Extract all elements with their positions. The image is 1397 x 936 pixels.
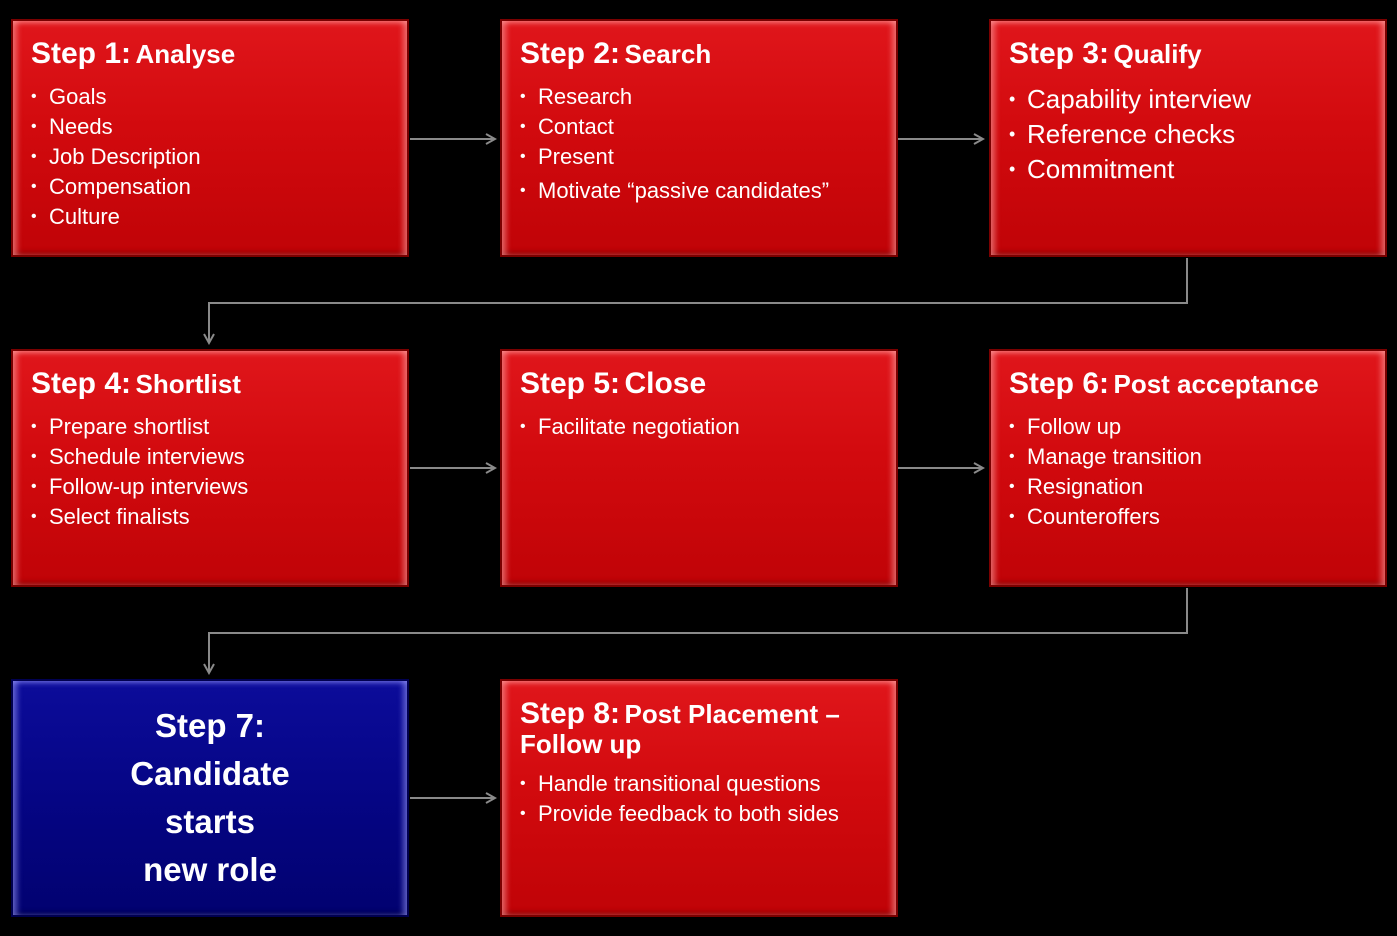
step-4-number: Step 4:: [31, 367, 132, 400]
step-7-title: Step 7: Candidate starts new role: [130, 707, 290, 888]
step-4-name: Shortlist: [135, 369, 241, 399]
list-item: Follow-up interviews: [31, 472, 389, 502]
step-6-number: Step 6:: [1009, 367, 1110, 400]
step-2-number: Step 2:: [520, 37, 621, 70]
step-4-title: Step 4: Shortlist: [31, 367, 389, 400]
step-8-title: Step 8: Post Placement – Follow up: [520, 697, 860, 759]
step-5-number: Step 5:: [520, 367, 621, 400]
step-8-name: Post Placement – Follow up: [520, 699, 840, 759]
step-7-box: Step 7: Candidate starts new role: [11, 679, 409, 917]
step-3-title: Step 3: Qualify: [1009, 37, 1367, 70]
list-item: Compensation: [31, 172, 389, 202]
step-8-list: Handle transitional questions Provide fe…: [520, 771, 840, 827]
list-item: Follow up: [1009, 412, 1367, 442]
step-2-title: Step 2: Search: [520, 37, 878, 70]
list-item: Capability interview: [1009, 82, 1367, 117]
list-item: Handle transitional questions: [520, 771, 840, 797]
step-6-box: Step 6: Post acceptance Follow up Manage…: [989, 349, 1387, 587]
step-1-name: Analyse: [135, 39, 236, 69]
list-item: Counteroffers: [1009, 502, 1367, 532]
list-item: Resignation: [1009, 472, 1367, 502]
connector-step3-to-step4: [209, 258, 1188, 343]
list-item: Facilitate negotiation: [520, 412, 878, 442]
step-6-name: Post acceptance: [1113, 369, 1319, 399]
list-item: Goals: [31, 82, 389, 112]
step-1-box: Step 1: Analyse Goals Needs Job Descript…: [11, 19, 409, 257]
step-5-list: Facilitate negotiation: [520, 412, 878, 442]
step-6-title: Step 6: Post acceptance: [1009, 367, 1367, 400]
step-2-box: Step 2: Search Research Contact Present …: [500, 19, 898, 257]
list-item: Culture: [31, 202, 389, 232]
step-1-title: Step 1: Analyse: [31, 37, 389, 70]
step-6-list: Follow up Manage transition Resignation …: [1009, 412, 1367, 532]
list-item: Manage transition: [1009, 442, 1367, 472]
list-item: Select finalists: [31, 502, 389, 532]
step-1-list: Goals Needs Job Description Compensation…: [31, 82, 389, 232]
list-item: Motivate “passive candidates”: [520, 176, 878, 206]
step-5-box: Step 5: Close Facilitate negotiation: [500, 349, 898, 587]
connector-step6-to-step7: [209, 588, 1188, 673]
list-item: Provide feedback to both sides: [520, 801, 840, 827]
step-2-list: Research Contact Present Motivate “passi…: [520, 82, 878, 206]
list-item: Research: [520, 82, 878, 112]
list-item: Schedule interviews: [31, 442, 389, 472]
step-2-name: Search: [624, 39, 712, 69]
step-4-box: Step 4: Shortlist Prepare shortlist Sche…: [11, 349, 409, 587]
list-item: Commitment: [1009, 152, 1367, 187]
step-5-name: Close: [624, 367, 707, 400]
step-5-title: Step 5: Close: [520, 367, 878, 400]
list-item: Reference checks: [1009, 117, 1367, 152]
step-4-list: Prepare shortlist Schedule interviews Fo…: [31, 412, 389, 532]
step-8-box: Step 8: Post Placement – Follow up Handl…: [500, 679, 898, 917]
list-item: Job Description: [31, 142, 389, 172]
step-3-number: Step 3:: [1009, 37, 1110, 70]
step-1-number: Step 1:: [31, 37, 132, 70]
step-8-number: Step 8:: [520, 697, 621, 730]
step-3-list: Capability interview Reference checks Co…: [1009, 82, 1367, 187]
step-3-name: Qualify: [1113, 39, 1202, 69]
list-item: Contact: [520, 112, 878, 142]
list-item: Needs: [31, 112, 389, 142]
list-item: Prepare shortlist: [31, 412, 389, 442]
list-item: Present: [520, 142, 878, 172]
step-3-box: Step 3: Qualify Capability interview Ref…: [989, 19, 1387, 257]
